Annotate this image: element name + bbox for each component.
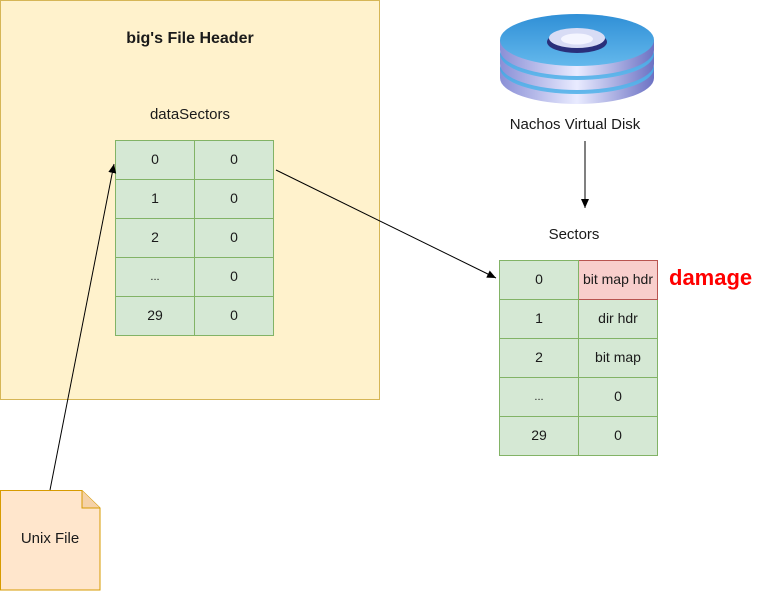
disk-icon [500,14,654,104]
table-row: ... 0 [499,377,658,417]
unix-file-icon [0,490,101,591]
sector-index: 2 [499,338,579,378]
data-sector-index: 1 [115,179,195,219]
sector-content-damaged: bit map hdr [578,260,658,300]
table-row: 0 0 [115,140,274,180]
data-sector-index: ... [115,257,195,297]
sector-index: ... [499,377,579,417]
sector-content: 0 [578,416,658,456]
sector-index: 29 [499,416,579,456]
sector-content: 0 [578,377,658,417]
file-header-title: big's File Header [126,30,254,47]
sectors-label: Sectors [548,226,600,243]
sector-index: 0 [499,260,579,300]
table-row: 29 0 [115,296,274,336]
data-sectors-label: dataSectors [149,106,231,123]
data-sector-value: 0 [194,257,274,297]
data-sector-value: 0 [194,179,274,219]
unix-file-label: Unix File [20,530,80,547]
table-row: 1 dir hdr [499,299,658,339]
sector-index: 1 [499,299,579,339]
data-sector-index: 0 [115,140,195,180]
table-row: ... 0 [115,257,274,297]
table-row: 1 0 [115,179,274,219]
sector-content: dir hdr [578,299,658,339]
sector-content: bit map [578,338,658,378]
data-sector-value: 0 [194,296,274,336]
data-sector-index: 2 [115,218,195,258]
damage-label: damage [669,265,753,290]
data-sector-index: 29 [115,296,195,336]
table-row: 0 bit map hdr [499,260,658,300]
disk-label: Nachos Virtual Disk [509,116,641,133]
table-row: 2 0 [115,218,274,258]
data-sectors-table: 0 0 1 0 2 0 ... 0 29 0 [115,140,274,336]
table-row: 29 0 [499,416,658,456]
table-row: 2 bit map [499,338,658,378]
data-sector-value: 0 [194,140,274,180]
sectors-table: 0 bit map hdr 1 dir hdr 2 bit map ... 0 … [499,260,658,456]
data-sector-value: 0 [194,218,274,258]
